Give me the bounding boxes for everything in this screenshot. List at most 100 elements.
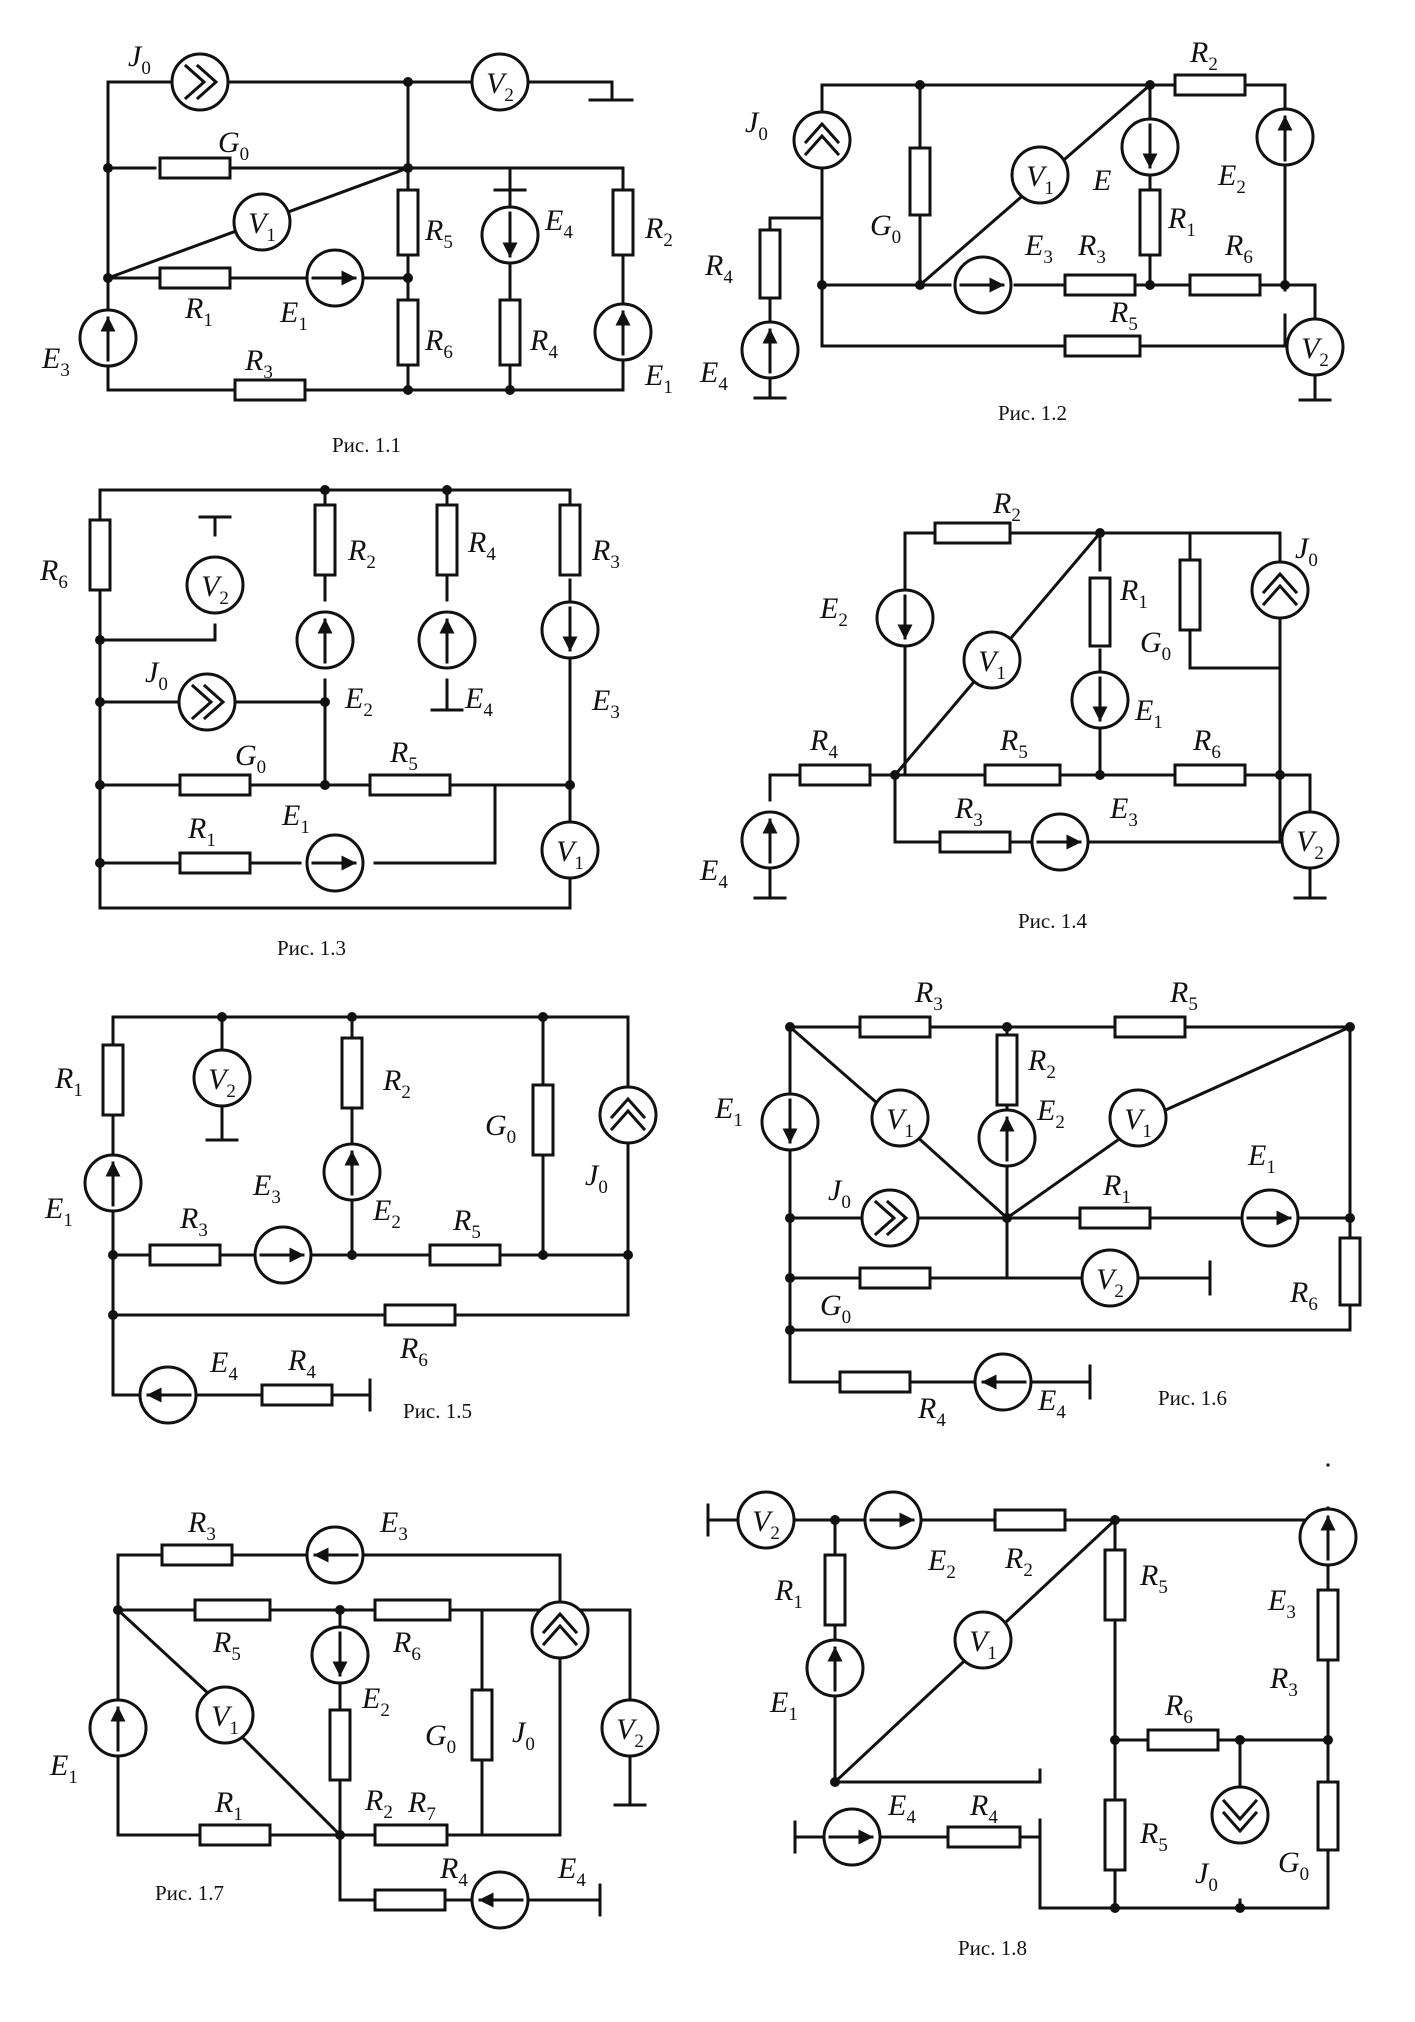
svg-text:R4: R4 [529, 324, 558, 363]
r6-resistor [1173, 763, 1247, 787]
svg-text:J0: J0 [585, 1159, 608, 1198]
e1-voltage-source [805, 1638, 865, 1698]
svg-text:V1: V1 [1124, 1103, 1152, 1142]
r7-resistor [373, 1823, 449, 1847]
svg-text:R2: R2 [364, 1784, 393, 1823]
svg-text:R3: R3 [244, 344, 273, 383]
svg-text:R3: R3 [914, 976, 943, 1015]
svg-text:R5: R5 [212, 1626, 241, 1665]
r2-resistor [995, 1033, 1019, 1107]
e2-voltage-source [1255, 107, 1315, 167]
svg-text:E2: E2 [1217, 159, 1246, 198]
svg-text:R3: R3 [591, 534, 620, 573]
svg-text:E2: E2 [819, 592, 848, 631]
r6-resistor [1338, 1236, 1362, 1307]
e3-voltage-source [540, 600, 600, 660]
v1-voltmeter-a [870, 1088, 930, 1148]
svg-text:G0: G0 [485, 1109, 516, 1148]
svg-text:R1: R1 [54, 1062, 83, 1101]
e1-voltage-source [305, 248, 365, 308]
e1-voltage-source-b [593, 302, 653, 362]
svg-text:R6: R6 [1164, 1689, 1193, 1728]
svg-text:V2: V2 [1096, 1263, 1124, 1302]
svg-text:G0: G0 [218, 126, 249, 165]
figure-caption: Рис. 1.4 [1018, 909, 1087, 933]
r4-resistor [498, 298, 522, 367]
e1-voltage-source [305, 833, 365, 893]
figure-1-2: J0 G0 V1 E R2 E2 R1 E3 R3 R6 R5 R4 E4 V2… [699, 36, 1345, 425]
e3-voltage-source [1298, 1507, 1358, 1567]
r5-resistor [1113, 1015, 1187, 1039]
svg-text:E1: E1 [44, 1192, 73, 1231]
svg-text:J0: J0 [1195, 1857, 1218, 1896]
e3-voltage-source [1030, 812, 1090, 872]
svg-text:E4: E4 [557, 1852, 586, 1891]
g0-conductance [178, 773, 252, 797]
r5-resistor [983, 763, 1062, 787]
svg-text:R5: R5 [1139, 1559, 1168, 1598]
r2-resistor [328, 1708, 352, 1782]
r2-resistor [611, 188, 635, 257]
v2-voltmeter [1080, 1248, 1140, 1308]
j0-current-source [530, 1600, 590, 1660]
r3-resistor [233, 378, 307, 402]
svg-text:R6: R6 [1289, 1276, 1318, 1315]
figure-caption: Рис. 1.8 [958, 1936, 1027, 1960]
svg-text:J0: J0 [828, 1174, 851, 1213]
r1-resistor [178, 851, 252, 875]
g0-conductance [1316, 1780, 1340, 1852]
r3-resistor [148, 1243, 222, 1267]
svg-text:E3: E3 [379, 1506, 408, 1545]
svg-text:J0: J0 [745, 106, 768, 145]
r1-resistor [101, 1043, 125, 1117]
e4-voltage-source [740, 810, 800, 870]
g0-conductance [1178, 558, 1202, 632]
svg-text:R4: R4 [969, 1789, 998, 1828]
figure-1-4: R2 J0 E2 R1 G0 V1 E1 R4 R5 R6 R3 E3 E4 V… [699, 487, 1340, 933]
svg-text:R4: R4 [467, 526, 496, 565]
e4-voltage-source [480, 205, 540, 265]
v2-voltmeter [192, 1048, 252, 1108]
svg-text:G0: G0 [870, 209, 901, 248]
r6-resistor [383, 1303, 457, 1327]
svg-text:V1: V1 [886, 1103, 914, 1142]
r5-resistor [1063, 334, 1142, 358]
v1-voltmeter-b [1108, 1088, 1168, 1148]
svg-text:E1: E1 [279, 296, 308, 335]
r4-resistor [798, 763, 872, 787]
figure-1-8: V2 E2 R2 R1 R5 E3 V1 E1 R6 R3 E4 R4 R5 J… [706, 1463, 1358, 1960]
svg-text:E4: E4 [464, 682, 493, 721]
e4-voltage-source [740, 320, 800, 380]
svg-text:E3: E3 [591, 684, 620, 723]
svg-text:R5: R5 [389, 736, 418, 775]
svg-text:E4: E4 [1037, 1384, 1066, 1423]
r3-resistor [938, 830, 1012, 854]
e3-voltage-source [305, 1525, 365, 1585]
svg-text:V1: V1 [978, 645, 1006, 684]
svg-text:R1: R1 [1119, 574, 1148, 613]
figure-caption: Рис. 1.5 [403, 1399, 472, 1423]
r2-resistor [993, 1508, 1067, 1532]
svg-text:V1: V1 [556, 835, 584, 874]
e1-voltage-source-b [1240, 1188, 1300, 1248]
v1-voltmeter [1010, 145, 1070, 205]
v1-voltmeter [962, 630, 1022, 690]
svg-text:G0: G0 [425, 1719, 456, 1758]
v2-voltmeter [600, 1698, 660, 1758]
g0-conductance [158, 156, 232, 180]
e1-voltage-source [1070, 670, 1130, 730]
svg-text:E1: E1 [49, 1749, 78, 1788]
svg-text:R4: R4 [704, 249, 733, 288]
e2-voltage-source [863, 1490, 923, 1550]
r1-resistor [158, 266, 232, 290]
r3-resistor [558, 503, 582, 577]
svg-text:E3: E3 [252, 1169, 281, 1208]
svg-text:V2: V2 [1296, 825, 1324, 864]
j0-current-source [860, 1188, 920, 1248]
r2-resistor [313, 503, 337, 577]
svg-text:E4: E4 [699, 356, 728, 395]
v1-voltmeter [540, 820, 600, 880]
g0-conductance [858, 1266, 932, 1290]
svg-text:R4: R4 [917, 1392, 946, 1431]
